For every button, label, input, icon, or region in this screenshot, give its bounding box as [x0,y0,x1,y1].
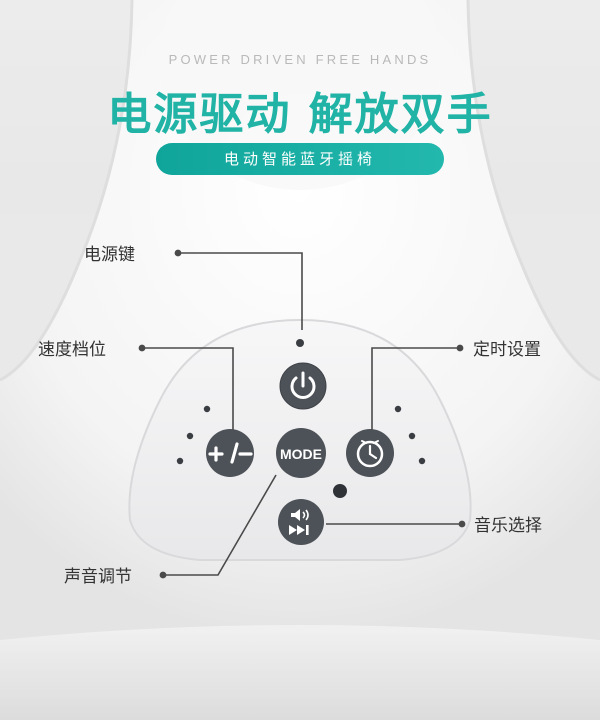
banner-headline: 电源驱动 解放双手 [107,89,493,140]
product-pill: 电动智能蓝牙摇椅 [156,143,444,175]
speed-indicator-dots [176,405,211,465]
plus-minus-button[interactable] [206,429,254,477]
callout-volume: 声音调节 [64,567,132,587]
callout-speed: 速度档位 [38,340,106,360]
speaker-next-icon [289,509,309,535]
sensor-dot [333,484,347,498]
plus-minus-icon [208,442,253,464]
timer-button[interactable] [346,429,394,477]
clock-icon [356,440,384,468]
power-button[interactable] [279,362,327,410]
callout-music: 音乐选择 [474,516,542,536]
power-led [296,339,304,347]
callout-lines [138,249,466,579]
banner-eyebrow: POWER DRIVEN FREE HANDS [168,52,432,67]
mode-label: MODE [280,446,322,462]
music-button[interactable] [278,499,324,545]
timer-indicator-dots [394,405,426,465]
callout-power: 电源键 [84,245,135,265]
mode-button[interactable]: MODE [276,428,326,478]
callout-timer: 定时设置 [473,340,541,360]
power-icon [290,371,316,399]
